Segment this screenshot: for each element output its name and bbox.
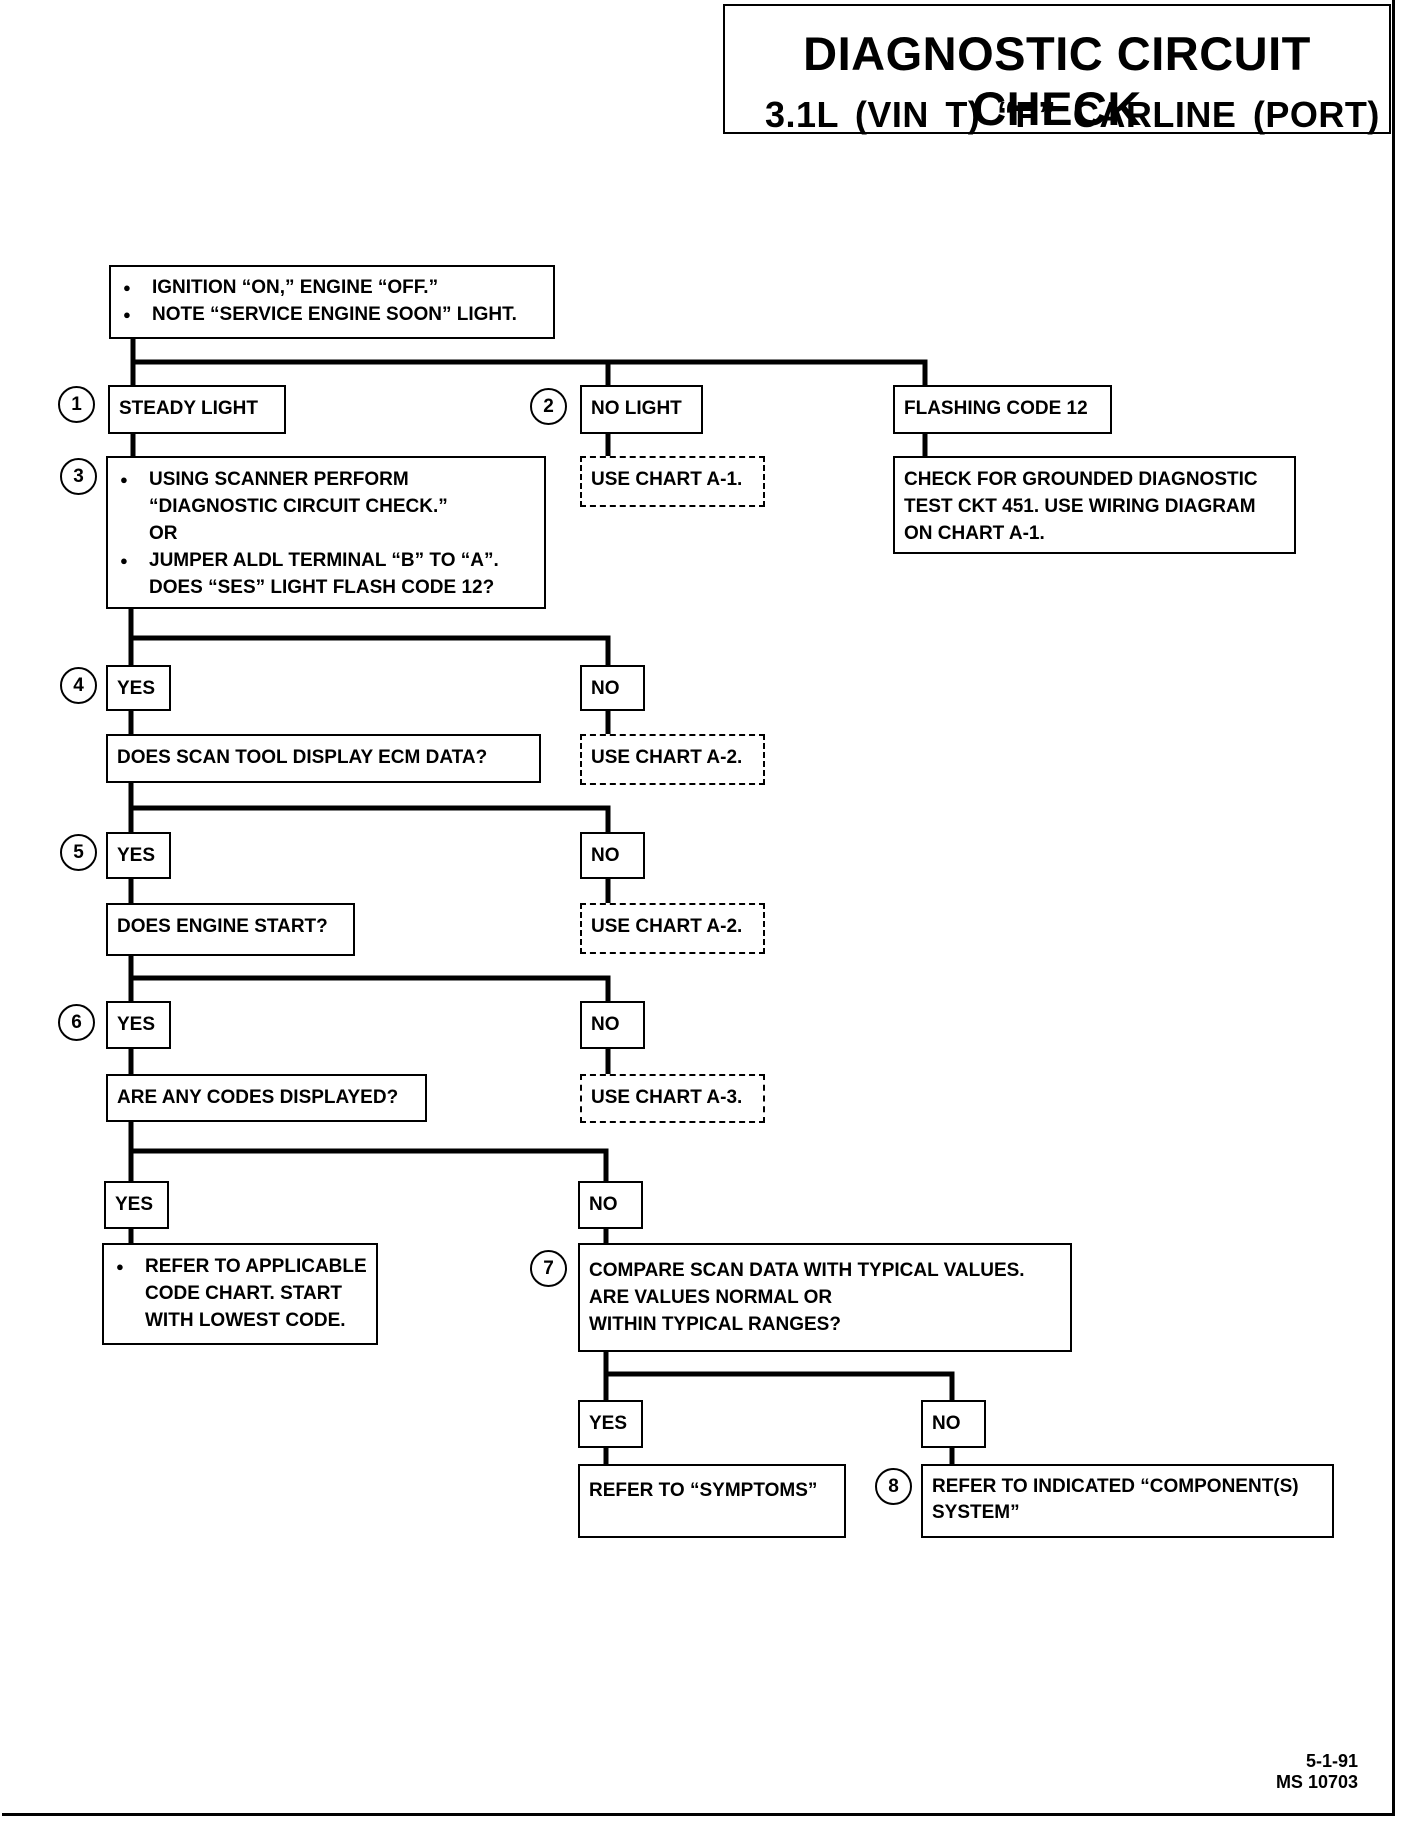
step-7-marker: 7 <box>530 1250 567 1287</box>
connector <box>603 1371 955 1405</box>
scanner-line: OR <box>149 523 178 544</box>
component-line: REFER TO INDICATED “COMPONENT(S) <box>932 1476 1299 1497</box>
refer-symptoms-box: REFER TO “SYMPTOMS” <box>578 1464 846 1538</box>
scanner-line: USING SCANNER PERFORM <box>117 466 535 493</box>
document-footer: 5-1-91 MS 10703 <box>1228 1751 1358 1793</box>
step-6-marker: 6 <box>58 1004 95 1041</box>
steady-light-box: STEADY LIGHT <box>108 385 286 434</box>
component-line: SYSTEM” <box>932 1502 1020 1523</box>
connector <box>128 1148 609 1186</box>
refer-code-chart-box: REFER TO APPLICABLE CODE CHART. START WI… <box>102 1243 378 1345</box>
no-box: NO <box>580 665 645 711</box>
engine-start-box: DOES ENGINE START? <box>106 903 355 956</box>
no-box: NO <box>921 1400 986 1448</box>
no-box: NO <box>578 1181 643 1229</box>
connector <box>128 635 611 670</box>
yes-box: YES <box>104 1181 169 1229</box>
step-1-marker: 1 <box>58 386 95 423</box>
yes-box: YES <box>106 1001 171 1049</box>
use-chart-a1-box: USE CHART A-1. <box>580 456 765 507</box>
yes-box: YES <box>578 1400 643 1448</box>
scanner-line: JUMPER ALDL TERMINAL “B” TO “A”. <box>117 547 535 574</box>
yes-box: YES <box>106 665 171 711</box>
connector <box>130 359 928 390</box>
page-subtitle: 3.1L (VIN T) “F” CARLINE (PORT) <box>765 94 1380 135</box>
step-8-marker: 8 <box>875 1468 912 1505</box>
scanner-line: “DIAGNOSTIC CIRCUIT CHECK.” <box>149 496 448 517</box>
flashing-code-box: FLASHING CODE 12 <box>893 385 1112 434</box>
refer-code-line: REFER TO APPLICABLE <box>113 1253 367 1280</box>
step-3-marker: 3 <box>60 458 97 495</box>
grounded-diagnostic-box: CHECK FOR GROUNDED DIAGNOSTIC TEST CKT 4… <box>893 456 1296 554</box>
compare-line: ARE VALUES NORMAL OR <box>589 1287 833 1308</box>
start-box: IGNITION “ON,” ENGINE “OFF.” NOTE “SERVI… <box>109 265 555 339</box>
codes-displayed-box: ARE ANY CODES DISPLAYED? <box>106 1074 427 1122</box>
scan-tool-box: DOES SCAN TOOL DISPLAY ECM DATA? <box>106 734 541 783</box>
revision-date: 5-1-91 <box>1305 1751 1358 1771</box>
start-line: IGNITION “ON,” ENGINE “OFF.” <box>120 274 544 301</box>
scanner-line: DOES “SES” LIGHT FLASH CODE 12? <box>149 577 495 598</box>
connector <box>128 975 611 1006</box>
step-4-marker: 4 <box>60 667 97 704</box>
yes-box: YES <box>106 832 171 879</box>
use-chart-a2-box: USE CHART A-2. <box>580 734 765 785</box>
start-line: NOTE “SERVICE ENGINE SOON” LIGHT. <box>120 301 544 328</box>
scanner-check-box: USING SCANNER PERFORM “DIAGNOSTIC CIRCUI… <box>106 456 546 609</box>
refer-code-line: WITH LOWEST CODE. <box>145 1310 346 1331</box>
no-box: NO <box>580 1001 645 1049</box>
compare-line: WITHIN TYPICAL RANGES? <box>589 1314 841 1335</box>
no-box: NO <box>580 832 645 879</box>
title-block: DIAGNOSTIC CIRCUIT CHECK 3.1L (VIN T) “F… <box>723 4 1391 135</box>
no-light-box: NO LIGHT <box>580 385 703 434</box>
connector <box>128 805 611 837</box>
refer-component-box: REFER TO INDICATED “COMPONENT(S) SYSTEM” <box>921 1464 1334 1538</box>
page-title: DIAGNOSTIC CIRCUIT CHECK <box>803 27 1311 135</box>
step-5-marker: 5 <box>60 834 97 871</box>
use-chart-a2-box: USE CHART A-2. <box>580 903 765 954</box>
grounded-line: CHECK FOR GROUNDED DIAGNOSTIC <box>904 469 1258 490</box>
use-chart-a3-box: USE CHART A-3. <box>580 1074 765 1123</box>
step-2-marker: 2 <box>530 388 567 425</box>
grounded-line: ON CHART A-1. <box>904 523 1045 544</box>
compare-scan-data-box: COMPARE SCAN DATA WITH TYPICAL VALUES. A… <box>578 1243 1072 1352</box>
grounded-line: TEST CKT 451. USE WIRING DIAGRAM <box>904 496 1256 517</box>
refer-code-line: CODE CHART. START <box>145 1283 343 1304</box>
compare-line: COMPARE SCAN DATA WITH TYPICAL VALUES. <box>589 1260 1025 1281</box>
document-code: MS 10703 <box>1275 1772 1358 1792</box>
